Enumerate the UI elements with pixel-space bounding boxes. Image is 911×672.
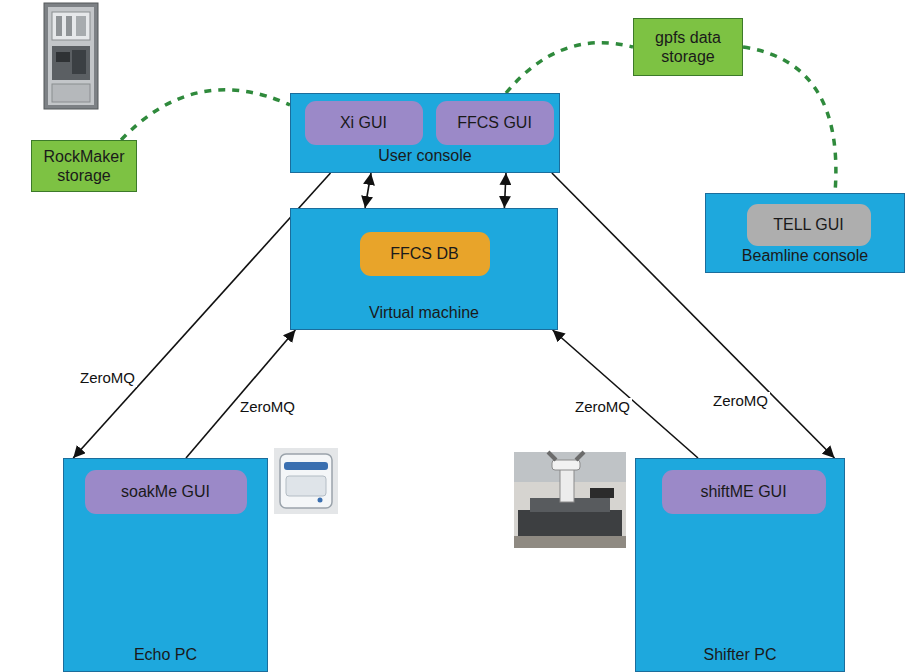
storage-box: gpfs data storage (633, 18, 743, 76)
storage-link (121, 90, 290, 140)
computer-box: User console Xi GUI FFCS GUI (290, 93, 560, 173)
box-label: FFCS GUI (457, 113, 532, 132)
computer-box: Beamline console TELL GUI (705, 193, 905, 273)
box-label: TELL GUI (773, 215, 844, 234)
storage-link (506, 43, 633, 93)
box-label: soakMe GUI (121, 482, 210, 501)
box-label: Xi GUI (340, 113, 387, 132)
box-label: RockMaker storage (32, 147, 136, 185)
box-label: shiftME GUI (700, 482, 786, 501)
gui-box: shiftME GUI (662, 470, 826, 514)
box-label: FFCS DB (390, 244, 458, 263)
gui-box: Xi GUI (305, 101, 423, 145)
storage-box: RockMaker storage (31, 140, 137, 192)
box-title: Beamline console (742, 246, 868, 265)
edge-label: ZeroMQ (711, 392, 770, 410)
edge-label: ZeroMQ (573, 398, 632, 416)
computer-box: Shifter PC shiftME GUI (635, 458, 845, 672)
computer-box: Virtual machine FFCS DB (290, 208, 558, 330)
shifter-microscope (514, 452, 626, 548)
box-title: Echo PC (134, 645, 197, 664)
computer-box: Echo PC soakMe GUI (63, 458, 268, 672)
box-title: Shifter PC (704, 645, 777, 664)
database-box: FFCS DB (360, 232, 490, 276)
rockmaker-cabinet (44, 3, 98, 109)
gui-box: TELL GUI (747, 204, 871, 246)
message-arrow (365, 173, 371, 208)
message-arrow (186, 330, 295, 458)
message-arrow (553, 330, 698, 458)
storage-link (743, 47, 836, 193)
message-arrow (504, 173, 506, 208)
gui-box: FFCS GUI (436, 101, 554, 145)
box-label: gpfs data storage (634, 28, 742, 66)
box-title: Virtual machine (369, 303, 479, 322)
echo-instrument (274, 448, 338, 514)
edge-label: ZeroMQ (78, 369, 137, 387)
edge-label: ZeroMQ (238, 398, 297, 416)
gui-box: soakMe GUI (85, 470, 247, 514)
box-title: User console (378, 146, 471, 165)
